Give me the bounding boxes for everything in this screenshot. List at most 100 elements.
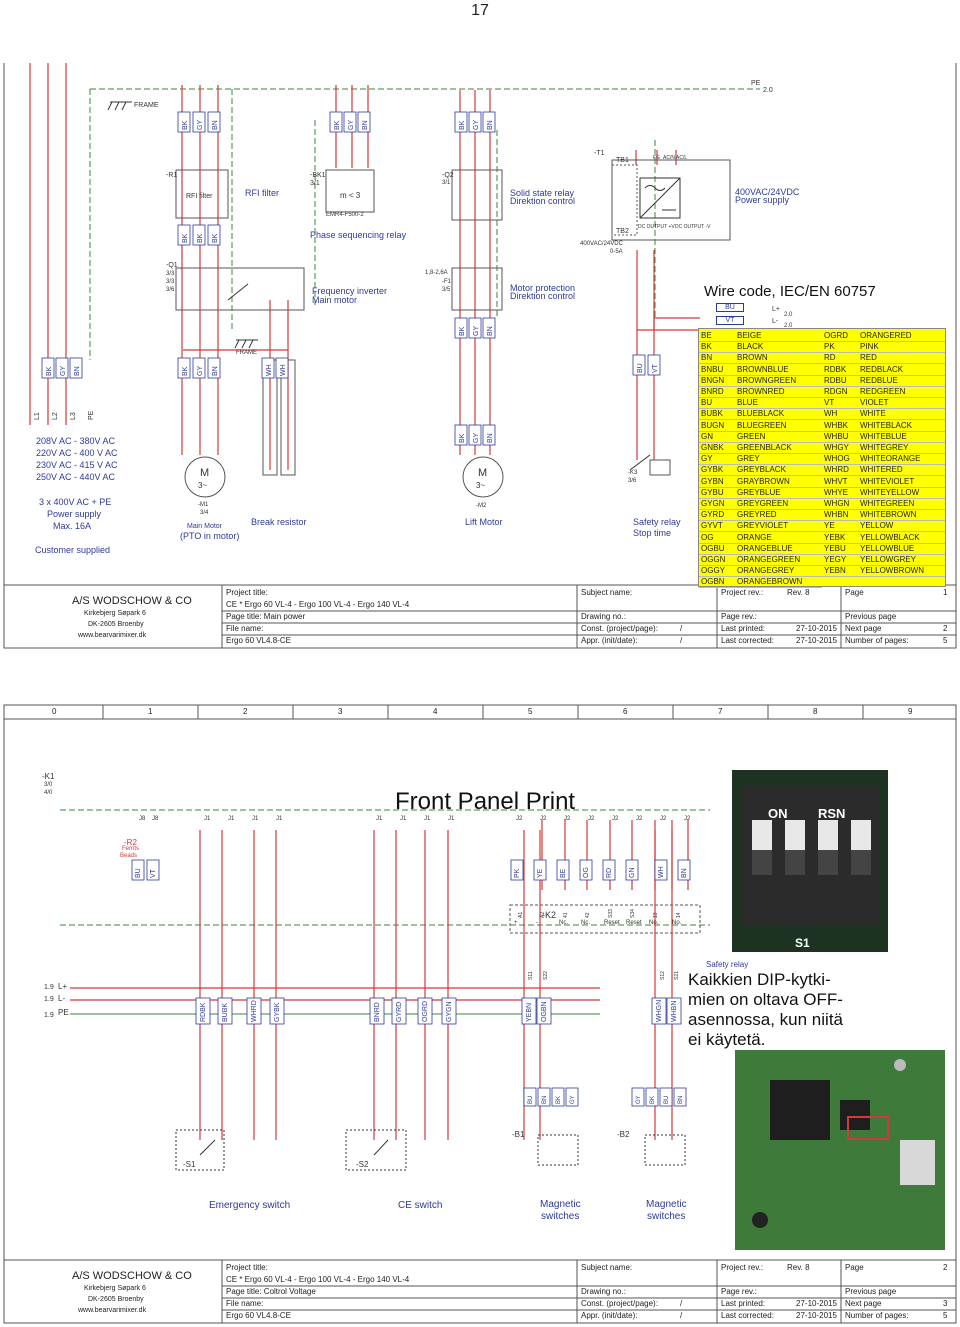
wire-tag: BUBK [222, 1002, 229, 1022]
svg-text:BK: BK [459, 326, 466, 336]
wire-color-name: GREYVIOLET [737, 521, 789, 531]
svg-text:GY: GY [348, 120, 355, 130]
project-title-label-2: Project title: [226, 1263, 268, 1272]
wire-code: BUBK [701, 409, 723, 419]
connector-label: J1 [424, 816, 431, 822]
wire-code: BN [701, 353, 713, 363]
r2-ref: -R2 [124, 838, 137, 847]
s1-ref: -S1 [183, 1160, 196, 1169]
svg-text:GY: GY [197, 120, 204, 130]
frame-label-2: FRAME [236, 350, 257, 356]
stop-time-label: Stop time [633, 528, 672, 538]
wire-color-name: GREY [737, 454, 760, 464]
connector-label: J8 [152, 816, 159, 822]
b2-ref: -B2 [617, 1130, 630, 1139]
connector-label: J2 [660, 816, 667, 822]
wire-tag: BNRD [374, 1002, 381, 1022]
svg-text:M: M [478, 467, 487, 479]
svg-text:GY: GY [60, 366, 67, 376]
wire-color-name: ORANGERED [860, 331, 912, 340]
page-no-2: 2 [943, 1263, 948, 1272]
k1-page-2: 4/0 [44, 790, 53, 796]
company-addr1-2: Kirkebjerg Søpark 6 [84, 1285, 146, 1292]
bk1-ref: -BK1 [310, 172, 326, 179]
last-printed-date-2: 27-10-2015 [796, 1299, 837, 1308]
page-no: 1 [943, 588, 948, 597]
ruler-0: 0 [52, 707, 57, 716]
svg-text:3~: 3~ [198, 481, 207, 490]
rail-2-name: L- [58, 994, 66, 1003]
ruler-7: 7 [718, 707, 723, 716]
bk1-expression: m < 3 [340, 191, 361, 200]
ferrits-label-1: Ferrits [122, 846, 139, 852]
dc-out-pos: DC OUTPUT +V [638, 224, 675, 230]
caption-magnetic-2a: Magnetic [646, 1199, 687, 1210]
safety-relay-label: Safety relay [633, 517, 681, 527]
ruler-8: 8 [813, 707, 818, 716]
lplus-label: L+ [772, 306, 780, 313]
wire-code: WHGY [824, 443, 849, 452]
wire-color-name: BROWNBLUE [737, 364, 789, 374]
wire-tag: BE [560, 868, 567, 878]
previous-page-label: Previous page [845, 612, 897, 621]
wire-tag: PK [514, 868, 521, 878]
connector-label: J2 [564, 816, 571, 822]
page-title: Page title: Main power [226, 612, 306, 621]
q1-page-1: 3/3 [166, 271, 175, 277]
wire-code: YE [824, 521, 835, 531]
wire-tag: WHGN [656, 999, 663, 1022]
page-label: Page [845, 588, 864, 597]
svg-text:L1: L1 [34, 412, 41, 420]
dip-photo-on: ON [768, 806, 788, 821]
wire-code: GNBK [701, 443, 724, 452]
svg-text:BN: BN [487, 326, 494, 336]
svg-text:GY: GY [197, 366, 204, 376]
wire-code: WHOG [824, 454, 850, 464]
svg-text:PE: PE [88, 410, 95, 420]
file-name-label: File name: [226, 624, 264, 633]
project-rev-label: Project rev.: [721, 588, 764, 597]
page-rev-label-2: Page rev.: [721, 1287, 757, 1296]
q1-page-3: 3/6 [166, 287, 175, 293]
wire-code: GYRD [701, 510, 725, 520]
wire-code: RDBK [824, 364, 847, 374]
wire-color-name: WHITEYELLOW [860, 487, 920, 497]
bk1-page: 3/1 [310, 180, 320, 187]
wire-tag: YE [537, 868, 544, 878]
last-corrected-label-2: Last corrected: [721, 1311, 774, 1320]
caption-magnetic-1a: Magnetic [540, 1199, 581, 1210]
caption-emergency: Emergency switch [209, 1200, 291, 1211]
svg-text:L3: L3 [70, 412, 77, 420]
wire-tag: BK [556, 1095, 562, 1104]
brake-resistor-label: Break resistor [251, 517, 307, 527]
wire-code: YEBK [824, 532, 846, 542]
rail-2-ref: 1.9 [44, 996, 54, 1003]
project-title: CE * Ergo 60 VL-4 - Ergo 100 VL-4 - Ergo… [226, 600, 410, 609]
wire-color-name: WHITE [860, 409, 886, 419]
front-panel-print: Front Panel Print [395, 788, 576, 815]
safety-terminal: S21 [674, 971, 680, 980]
last-printed-date: 27-10-2015 [796, 624, 837, 633]
wire-vt-tag: VT [716, 316, 744, 325]
wire-tag: BU [528, 1095, 534, 1104]
supply-spec-1: 3 x 400V AC + PE [39, 497, 112, 507]
wire-code: BNBU [701, 364, 724, 374]
rfi-filter-small: RFI filter [186, 193, 213, 200]
wire-color-name: WHITEGREEN [860, 499, 915, 508]
project-title-2: CE * Ergo 60 VL-4 - Ergo 100 VL-4 - Ergo… [226, 1275, 410, 1284]
wire-tag: GY [636, 1095, 642, 1104]
rfi-filter-label: RFI filter [245, 188, 280, 198]
m1-desc-2: (PTO in motor) [180, 531, 240, 541]
wire-tag: BN [678, 1095, 684, 1104]
svg-text:BN: BN [74, 366, 81, 376]
rev-value: Rev. 8 [787, 588, 810, 597]
